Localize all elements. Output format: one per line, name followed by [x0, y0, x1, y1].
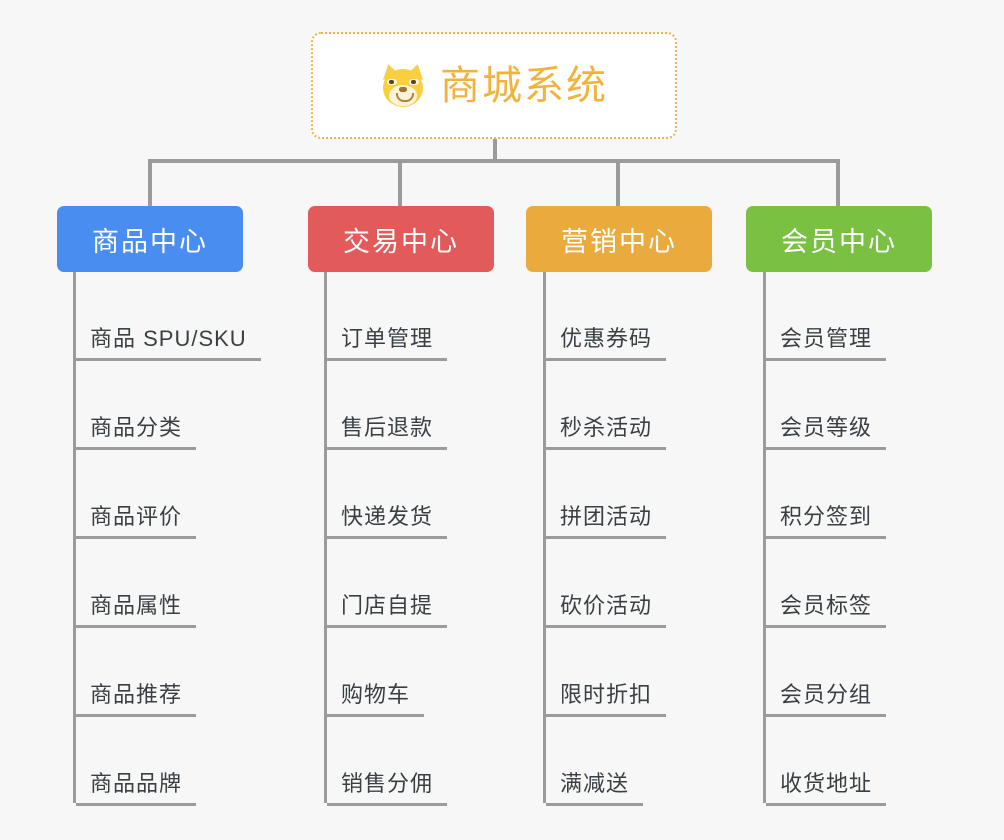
leaf-item[interactable]: 商品评价 [76, 450, 197, 539]
leaf-item[interactable]: 砍价活动 [546, 539, 667, 628]
leaf-item[interactable]: 订单管理 [327, 272, 448, 361]
branch-header-label: 商品中心 [92, 226, 208, 257]
leaf-item-label: 积分签到 [766, 503, 887, 539]
leaf-item-label: 售后退款 [327, 414, 448, 450]
branch-rail [543, 272, 546, 803]
shiba-dog-icon [379, 61, 427, 109]
leaf-item-label: 商品推荐 [76, 681, 197, 717]
leaf-item[interactable]: 商品 SPU/SKU [76, 272, 261, 361]
leaf-item-label: 商品品牌 [76, 770, 197, 806]
leaf-item[interactable]: 购物车 [327, 628, 425, 717]
branch-rail [763, 272, 766, 803]
connector-horizontal-bus [148, 159, 840, 163]
root-node[interactable]: 商城系统 [311, 32, 677, 139]
leaf-item-label: 砍价活动 [546, 592, 667, 628]
leaf-item[interactable]: 售后退款 [327, 361, 448, 450]
connector-drop-4 [836, 159, 840, 208]
connector-drop-2 [398, 159, 402, 208]
branch-header-1[interactable]: 交易中心 [308, 206, 494, 272]
leaf-item[interactable]: 销售分佣 [327, 717, 448, 806]
leaf-item-label: 商品属性 [76, 592, 197, 628]
leaf-item[interactable]: 会员管理 [766, 272, 887, 361]
leaf-item-label: 收货地址 [766, 770, 887, 806]
branch-header-label: 交易中心 [343, 226, 459, 257]
connector-drop-3 [616, 159, 620, 208]
leaf-item[interactable]: 商品分类 [76, 361, 197, 450]
branch-header-0[interactable]: 商品中心 [57, 206, 243, 272]
leaf-item-label: 优惠券码 [546, 325, 667, 361]
leaf-item-label: 会员标签 [766, 592, 887, 628]
leaf-item-label: 商品评价 [76, 503, 197, 539]
leaf-item[interactable]: 商品品牌 [76, 717, 197, 806]
leaf-item-label: 购物车 [327, 681, 425, 717]
leaf-item-label: 商品分类 [76, 414, 197, 450]
leaf-item[interactable]: 商品推荐 [76, 628, 197, 717]
leaf-item[interactable]: 限时折扣 [546, 628, 667, 717]
leaf-item[interactable]: 快递发货 [327, 450, 448, 539]
leaf-item-label: 商品 SPU/SKU [76, 325, 261, 361]
leaf-item-label: 秒杀活动 [546, 414, 667, 450]
leaf-item-label: 限时折扣 [546, 681, 667, 717]
leaf-item[interactable]: 商品属性 [76, 539, 197, 628]
leaf-item-label: 会员分组 [766, 681, 887, 717]
leaf-item[interactable]: 收货地址 [766, 717, 887, 806]
connector-drop-1 [148, 159, 152, 208]
connector-root-stem [493, 139, 497, 163]
leaf-item[interactable]: 优惠券码 [546, 272, 667, 361]
leaf-item[interactable]: 秒杀活动 [546, 361, 667, 450]
leaf-item[interactable]: 满减送 [546, 717, 644, 806]
leaf-item[interactable]: 门店自提 [327, 539, 448, 628]
leaf-item[interactable]: 会员分组 [766, 628, 887, 717]
branch-rail [73, 272, 76, 803]
leaf-item-label: 会员等级 [766, 414, 887, 450]
leaf-item[interactable]: 会员标签 [766, 539, 887, 628]
branch-header-label: 会员中心 [781, 226, 897, 257]
root-title: 商城系统 [440, 63, 608, 108]
leaf-item-label: 销售分佣 [327, 770, 448, 806]
leaf-item[interactable]: 会员等级 [766, 361, 887, 450]
leaf-item-label: 会员管理 [766, 325, 887, 361]
leaf-item[interactable]: 积分签到 [766, 450, 887, 539]
branch-header-3[interactable]: 会员中心 [746, 206, 932, 272]
leaf-item-label: 快递发货 [327, 503, 448, 539]
branch-header-2[interactable]: 营销中心 [526, 206, 712, 272]
leaf-item-label: 满减送 [546, 770, 644, 806]
branch-rail [324, 272, 327, 803]
leaf-item-label: 订单管理 [327, 325, 448, 361]
leaf-item-label: 拼团活动 [546, 503, 667, 539]
branch-header-label: 营销中心 [561, 226, 677, 257]
leaf-item[interactable]: 拼团活动 [546, 450, 667, 539]
leaf-item-label: 门店自提 [327, 592, 448, 628]
